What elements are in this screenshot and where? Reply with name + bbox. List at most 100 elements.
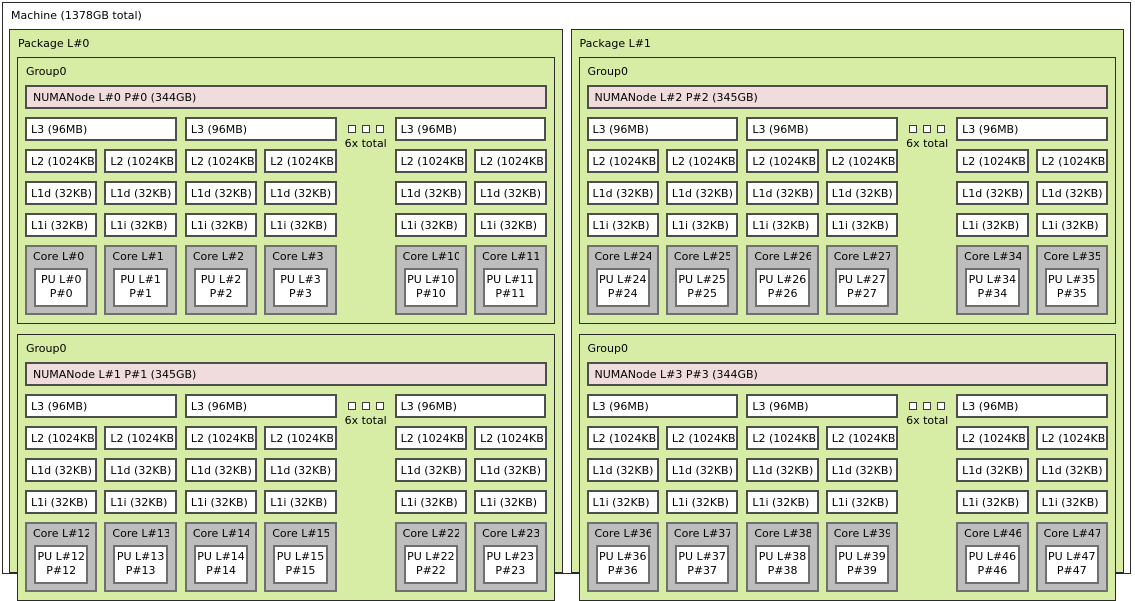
core-columns: L2 (1024KB) L1d (32KB) L1i (32KB) Core L…: [394, 426, 547, 592]
pu-box: PU L#0 P#0: [34, 268, 89, 307]
l3-cache-box: L3 (96MB): [394, 117, 547, 141]
core-box: Core L#13 PU L#13 P#13: [104, 522, 177, 592]
numanode-box: NUMANode L#1 P#1 (345GB): [25, 362, 547, 386]
pu-box: PU L#25 P#25: [674, 268, 730, 307]
collapsed-count-label: 6x total: [906, 137, 949, 150]
numanode-box: NUMANode L#2 P#2 (345GB): [586, 85, 1108, 109]
core-column: L2 (1024KB) L1d (32KB) L1i (32KB) Core L…: [394, 426, 468, 592]
pu-physical-label: P#1: [129, 287, 153, 300]
core-box: Core L#11 PU L#11 P#11: [474, 245, 547, 315]
group-box: Group0 NUMANode L#0 P#0 (344GB) L3 (96MB…: [17, 57, 555, 324]
core-box: Core L#22 PU L#22 P#22: [394, 522, 468, 592]
pu-logical-label: PU L#14: [197, 550, 245, 563]
pu-physical-label: P#10: [415, 287, 446, 300]
pu-logical-label: PU L#23: [486, 550, 535, 563]
l1d-cache-box: L1d (32KB): [665, 458, 739, 482]
core-columns: L2 (1024KB) L1d (32KB) L1i (32KB) Core L…: [25, 149, 177, 315]
l3-cache-box: L3 (96MB): [184, 117, 337, 141]
core-label: Core L#46: [964, 527, 1021, 540]
l2-cache-label: L2 (1024KB): [592, 154, 659, 168]
pu-logical-label: PU L#24: [598, 273, 647, 286]
l1i-cache-box: L1i (32KB): [104, 213, 177, 237]
l2-cache-box: L2 (1024KB): [394, 426, 468, 450]
l3-cache-label: L3 (96MB): [752, 399, 809, 413]
pu-physical-label: P#47: [1056, 564, 1087, 577]
l3-cache-box: L3 (96MB): [184, 394, 337, 418]
collapsed-caches-indicator: 6x total: [345, 117, 387, 315]
pu-box: PU L#14 P#14: [193, 545, 249, 584]
core-box: Core L#10 PU L#10 P#10: [394, 245, 468, 315]
core-label: Core L#10: [402, 250, 460, 263]
core-column: L2 (1024KB) L1d (32KB) L1i (32KB) Core L…: [264, 426, 337, 592]
l2-cache-label: L2 (1024KB): [480, 431, 547, 445]
pu-physical-label: P#39: [847, 564, 877, 577]
core-box: Core L#1 PU L#1 P#1: [104, 245, 177, 315]
l2-cache-box: L2 (1024KB): [25, 149, 98, 173]
l1d-cache-box: L1d (32KB): [184, 181, 258, 205]
l3-cluster: L3 (96MB) L2 (1024KB) L1d (32KB) L1i (32…: [746, 394, 899, 592]
square-icon: [937, 402, 946, 410]
pu-logical-label: PU L#26: [758, 273, 807, 286]
l1i-cache-box: L1i (32KB): [184, 490, 258, 514]
core-column: L2 (1024KB) L1d (32KB) L1i (32KB) Core L…: [25, 426, 98, 592]
l1d-cache-label: L1d (32KB): [1041, 186, 1103, 200]
l3-cache-label: L3 (96MB): [31, 399, 88, 413]
l1i-cache-label: L1i (32KB): [31, 495, 89, 509]
package-groups: Group0 NUMANode L#2 P#2 (345GB) L3 (96MB…: [578, 57, 1116, 601]
core-column: L2 (1024KB) L1d (32KB) L1i (32KB) Core L…: [104, 149, 177, 315]
pu-box: PU L#34 P#34: [965, 268, 1020, 307]
l3-cluster: L3 (96MB) L2 (1024KB) L1d (32KB) L1i (32…: [25, 394, 177, 592]
l1d-cache-label: L1d (32KB): [752, 463, 814, 477]
l1i-cache-box: L1i (32KB): [746, 213, 819, 237]
l1i-cache-box: L1i (32KB): [264, 213, 337, 237]
core-columns: L2 (1024KB) L1d (32KB) L1i (32KB) Core L…: [586, 426, 739, 592]
pu-physical-label: P#12: [46, 564, 77, 577]
pu-logical-label: PU L#27: [838, 273, 886, 286]
l2-cache-box: L2 (1024KB): [586, 149, 659, 173]
l2-cache-label: L2 (1024KB): [592, 431, 659, 445]
l1d-cache-box: L1d (32KB): [1035, 458, 1108, 482]
pu-logical-label: PU L#10: [407, 273, 455, 286]
l2-cache-label: L2 (1024KB): [110, 154, 177, 168]
core-column: L2 (1024KB) L1d (32KB) L1i (32KB) Core L…: [825, 426, 899, 592]
l1d-cache-label: L1d (32KB): [962, 463, 1024, 477]
core-column: L2 (1024KB) L1d (32KB) L1i (32KB) Core L…: [586, 426, 659, 592]
pu-box: PU L#27 P#27: [834, 268, 890, 307]
l1i-cache-label: L1i (32KB): [671, 495, 729, 509]
pu-logical-label: PU L#34: [968, 273, 1017, 286]
core-box: Core L#34 PU L#34 P#34: [956, 245, 1029, 315]
cache-cluster-row: L3 (96MB) L2 (1024KB) L1d (32KB) L1i (32…: [586, 394, 1108, 592]
collapsed-items-icon: [909, 402, 946, 410]
l1d-cache-box: L1d (32KB): [394, 181, 468, 205]
l2-cache-box: L2 (1024KB): [264, 426, 337, 450]
core-label: Core L#13: [112, 527, 169, 540]
core-box: Core L#0 PU L#0 P#0: [25, 245, 98, 315]
l1d-cache-box: L1d (32KB): [956, 181, 1029, 205]
pu-logical-label: PU L#1: [120, 273, 161, 286]
l1d-cache-box: L1d (32KB): [264, 458, 337, 482]
collapsed-count-label: 6x total: [906, 414, 949, 427]
l2-cache-box: L2 (1024KB): [394, 149, 468, 173]
core-column: L2 (1024KB) L1d (32KB) L1i (32KB) Core L…: [1035, 149, 1108, 315]
core-label: Core L#22: [402, 527, 460, 540]
l3-cluster: L3 (96MB) L2 (1024KB) L1d (32KB) L1i (32…: [956, 117, 1108, 315]
square-icon: [937, 125, 946, 133]
core-column: L2 (1024KB) L1d (32KB) L1i (32KB) Core L…: [184, 149, 258, 315]
l1i-cache-box: L1i (32KB): [104, 490, 177, 514]
l2-cache-box: L2 (1024KB): [746, 149, 819, 173]
core-box: Core L#38 PU L#38 P#38: [746, 522, 819, 592]
core-label: Core L#38: [754, 527, 811, 540]
l1i-cache-label: L1i (32KB): [1041, 218, 1099, 232]
pu-box: PU L#10 P#10: [403, 268, 459, 307]
pu-box: PU L#38 P#38: [755, 545, 810, 584]
machine-label: Machine (1378GB total): [11, 9, 142, 22]
l1i-cache-box: L1i (32KB): [25, 490, 98, 514]
l2-cache-label: L2 (1024KB): [480, 154, 547, 168]
l2-cache-label: L2 (1024KB): [1041, 154, 1108, 168]
pu-box: PU L#39 P#39: [834, 545, 890, 584]
pu-box: PU L#35 P#35: [1044, 268, 1099, 307]
l1d-cache-box: L1d (32KB): [264, 181, 337, 205]
group-label: Group0: [26, 342, 67, 355]
l2-cache-label: L2 (1024KB): [831, 431, 899, 445]
collapsed-items-icon: [347, 402, 384, 410]
